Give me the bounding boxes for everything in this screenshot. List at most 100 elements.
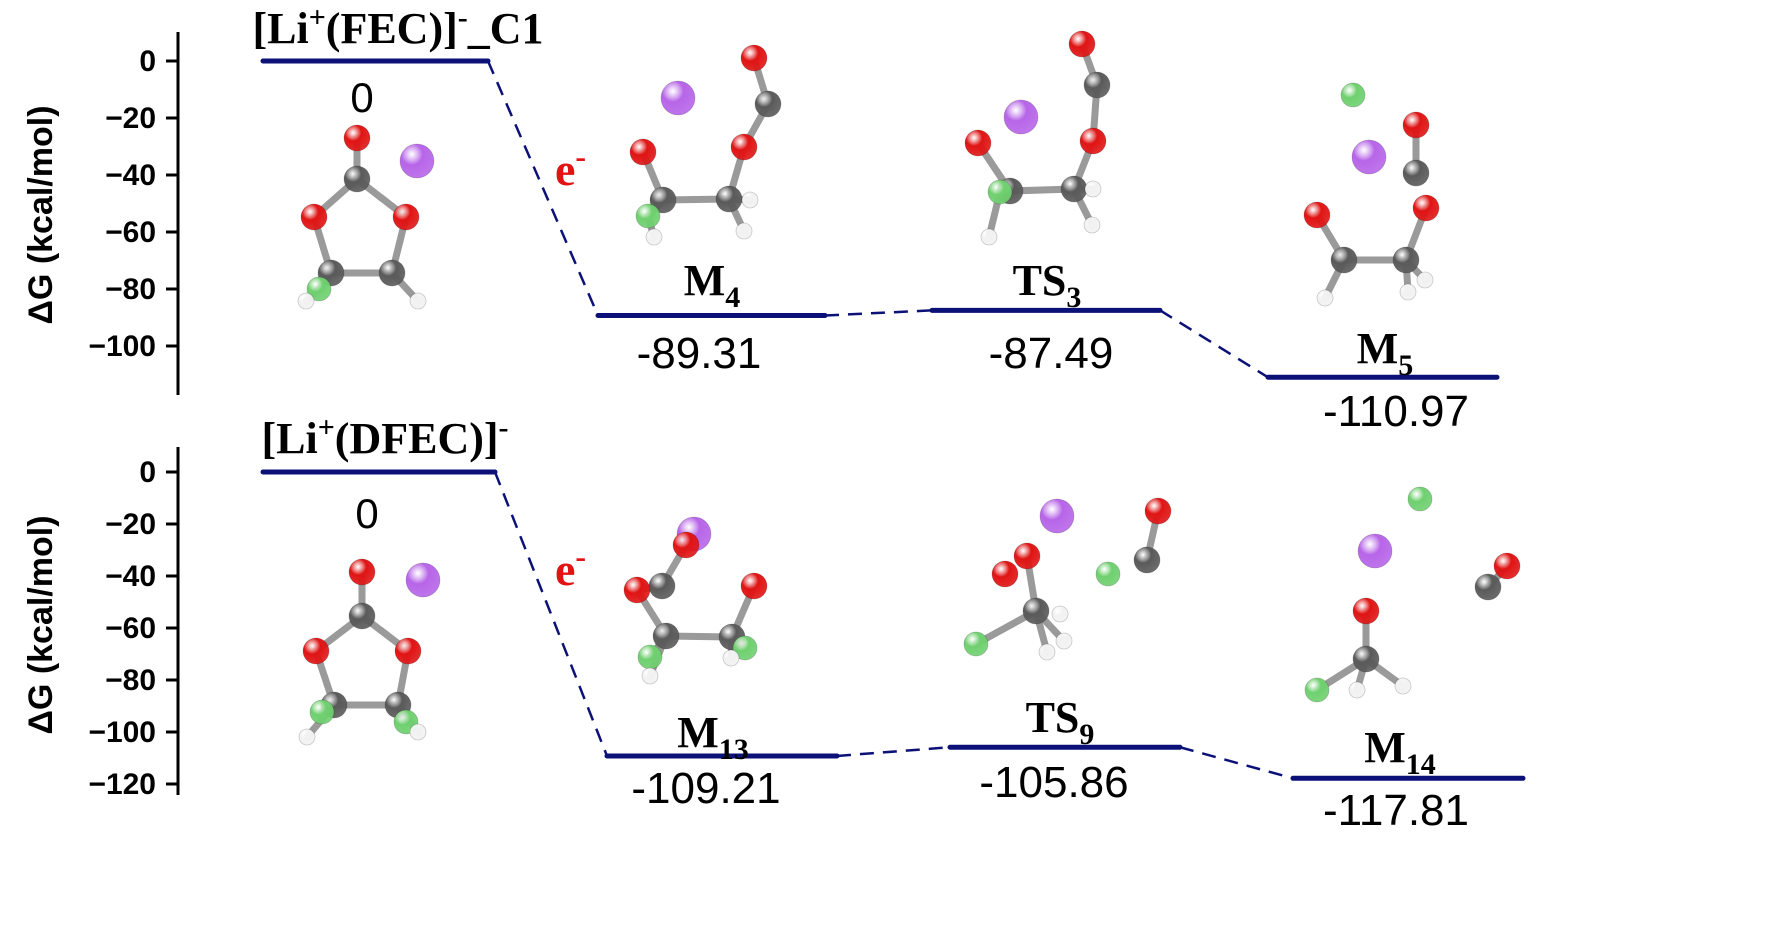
- level-name-middle: (FEC)]: [326, 4, 458, 53]
- carbon-atom: [348, 602, 376, 630]
- hydrogen-atom: [1038, 643, 1056, 661]
- hydrogen-atom: [409, 723, 427, 741]
- oxygen-atom: [629, 138, 657, 166]
- carbon-atom: [649, 186, 677, 214]
- y-tick-label: 0: [139, 456, 156, 489]
- oxygen-atom: [730, 133, 758, 161]
- hydrogen-atom: [645, 228, 663, 246]
- oxygen-atom: [300, 203, 328, 231]
- oxygen-atom: [964, 129, 992, 157]
- level-value-label: -87.49: [989, 329, 1114, 378]
- lithium-ion: [399, 143, 435, 179]
- level-value-label: 0: [350, 74, 373, 121]
- hydrogen-atom: [980, 228, 998, 246]
- level-name-subscript: 14: [1406, 748, 1436, 781]
- level-name-main: M: [684, 256, 726, 305]
- carbon-atom: [715, 185, 743, 213]
- oxygen-atom: [343, 124, 371, 152]
- oxygen-atom: [1079, 127, 1107, 155]
- y-axis-label: ΔG (kcal/mol): [22, 105, 60, 324]
- oxygen-atom: [623, 576, 651, 604]
- fluorine-atom: [987, 179, 1013, 205]
- oxygen-atom: [1412, 194, 1440, 222]
- carbon-atom: [1133, 546, 1161, 574]
- level-name: [Li+(DFEC)]-: [261, 411, 508, 463]
- level-connector: [493, 471, 609, 757]
- level-name-main: TS: [1013, 256, 1067, 305]
- oxygen-atom: [1144, 497, 1172, 525]
- level-name-main: M: [677, 708, 719, 757]
- level-value-label: 0: [355, 490, 378, 537]
- lithium-ion: [1039, 498, 1075, 534]
- level-name-superscript: -: [458, 1, 468, 34]
- molecule-ts3: [964, 30, 1111, 246]
- level-name-subscript: 5: [1398, 349, 1413, 382]
- level-name-superscript: -: [499, 411, 509, 444]
- level-name: M14: [1364, 723, 1436, 781]
- electron-symbol: e: [555, 144, 575, 195]
- y-tick-label: −40: [105, 560, 156, 593]
- fluorine-atom: [637, 644, 663, 670]
- oxygen-atom: [991, 560, 1019, 588]
- molecule-m4: [629, 44, 782, 246]
- y-tick-label: −20: [105, 102, 156, 135]
- fluorine-atom: [309, 699, 335, 725]
- level-name-subscript: 3: [1066, 281, 1081, 314]
- level-name-main: M: [1364, 723, 1406, 772]
- level-name-subscript: 13: [719, 733, 749, 766]
- level-value-label: -117.81: [1323, 786, 1469, 835]
- level-name-superscript: +: [309, 1, 326, 34]
- lithium-ion: [660, 80, 696, 116]
- fluorine-atom: [963, 631, 989, 657]
- electron-label: e-: [555, 538, 586, 595]
- hydrogen-atom: [298, 728, 316, 746]
- lithium-ion: [1357, 533, 1393, 569]
- level-value-label: -110.97: [1323, 387, 1469, 436]
- oxygen-atom: [1303, 201, 1331, 229]
- oxygen-atom: [672, 531, 700, 559]
- carbon-atom: [1392, 246, 1420, 274]
- oxygen-atom: [740, 572, 768, 600]
- carbon-atom: [1352, 645, 1380, 673]
- hydrogen-atom: [1051, 605, 1069, 623]
- hydrogen-atom: [741, 191, 759, 209]
- level-name-superscript: +: [318, 411, 335, 444]
- carbon-atom: [754, 90, 782, 118]
- level-connector: [824, 309, 933, 317]
- level-name-subscript: 9: [1079, 718, 1094, 751]
- oxygen-atom: [740, 44, 768, 72]
- hydrogen-atom: [297, 292, 315, 310]
- molecule-structures: [297, 30, 1521, 746]
- carbon-atom: [378, 259, 406, 287]
- electron-label: e-: [555, 138, 586, 195]
- carbon-atom: [1022, 597, 1050, 625]
- level-name: M4: [684, 256, 741, 314]
- molecule-fec: [297, 124, 435, 310]
- level-value-label: -109.21: [631, 764, 780, 813]
- carbon-atom: [1060, 175, 1088, 203]
- oxygen-atom: [1402, 111, 1430, 139]
- hydrogen-atom: [735, 222, 753, 240]
- level-name: M5: [1357, 324, 1414, 382]
- oxygen-atom: [394, 637, 422, 665]
- y-tick-label: −100: [88, 716, 156, 749]
- level-name-middle: (DFEC)]: [335, 414, 499, 463]
- y-tick-label: −120: [88, 768, 156, 801]
- y-tick-label: −40: [105, 159, 156, 192]
- lithium-ion: [405, 562, 441, 598]
- level-name-main: M: [1357, 324, 1399, 373]
- level-name-main: [Li: [252, 4, 308, 53]
- level-connector: [836, 745, 951, 758]
- carbon-atom: [652, 622, 680, 650]
- electron-charge: -: [575, 538, 586, 574]
- fluorine-atom: [1407, 486, 1433, 512]
- fluorine-atom: [635, 203, 661, 229]
- level-name: TS9: [1026, 693, 1095, 751]
- hydrogen-atom: [1394, 677, 1412, 695]
- carbon-atom: [1330, 246, 1358, 274]
- hydrogen-atom: [1399, 283, 1417, 301]
- hydrogen-atom: [1316, 289, 1334, 307]
- oxygen-atom: [1493, 552, 1521, 580]
- molecule-m5: [1303, 82, 1440, 307]
- carbon-atom: [1474, 573, 1502, 601]
